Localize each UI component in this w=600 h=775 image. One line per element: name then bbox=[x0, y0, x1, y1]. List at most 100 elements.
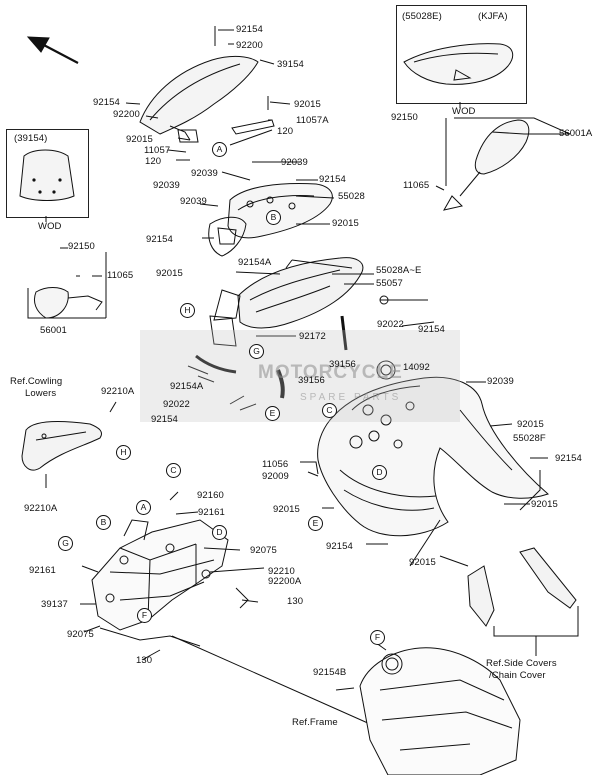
part-label: 92015 bbox=[517, 419, 544, 430]
inset-cowl-note: WOD bbox=[452, 106, 476, 117]
watermark-name: MOTORCYCLE bbox=[258, 362, 403, 383]
ref-side-covers-1: Ref.Side Covers bbox=[486, 658, 557, 669]
part-label: 92210A bbox=[101, 386, 135, 397]
ref-side-covers-2: /Chain Cover bbox=[489, 670, 546, 681]
cowling-lower-bracket bbox=[21, 421, 103, 471]
part-label: 11065 bbox=[107, 270, 134, 281]
part-label: 92161 bbox=[198, 507, 225, 518]
part-label: 92154 bbox=[146, 234, 173, 245]
part-label: 92154A bbox=[170, 381, 204, 392]
part-label: 92150 bbox=[391, 112, 418, 123]
part-label: 92210A bbox=[24, 503, 58, 514]
part-label: 130 bbox=[287, 596, 304, 607]
part-label: 92015 bbox=[531, 499, 558, 510]
part-label: 92039 bbox=[153, 180, 180, 191]
callout-a: A bbox=[212, 142, 227, 157]
watermark-band bbox=[140, 330, 460, 422]
part-label: 55057 bbox=[376, 278, 403, 289]
part-label: 92022 bbox=[377, 319, 404, 330]
part-label: 92154 bbox=[555, 453, 582, 464]
part-label: 92200A bbox=[268, 576, 302, 587]
part-label: 92015 bbox=[126, 134, 153, 145]
part-label: 92154A bbox=[238, 257, 272, 268]
ref-cowling-lowers-1: Ref.Cowling bbox=[10, 376, 63, 387]
part-label: 92154 bbox=[418, 324, 445, 335]
callout-d: D bbox=[372, 465, 387, 480]
part-label: 39154 bbox=[277, 59, 304, 70]
inset-cowl-code: (55028E) bbox=[402, 11, 442, 22]
callout-a2: A bbox=[136, 500, 151, 515]
frame-shape bbox=[359, 647, 521, 775]
direction-arrow-icon bbox=[39, 42, 79, 64]
callout-g: G bbox=[249, 344, 264, 359]
callout-f2: F bbox=[370, 630, 385, 645]
callout-h2: H bbox=[116, 445, 131, 460]
part-label: 39156 bbox=[329, 359, 356, 370]
part-label: 92022 bbox=[163, 399, 190, 410]
part-label: 92161 bbox=[29, 565, 56, 576]
upper-cowl-shape bbox=[227, 183, 333, 239]
watermark-sub: SPARE PARTS bbox=[300, 392, 402, 403]
mirror-left-shape bbox=[33, 287, 69, 319]
part-label: 92015 bbox=[294, 99, 321, 110]
part-label: 120 bbox=[277, 126, 294, 137]
callout-f: F bbox=[137, 608, 152, 623]
part-label: 92154B bbox=[313, 667, 347, 678]
inner-fairing-shape bbox=[317, 376, 549, 537]
ref-cowling-lowers-2: Lowers bbox=[25, 388, 57, 399]
part-label: 56001A bbox=[559, 128, 593, 139]
callout-e2: E bbox=[308, 516, 323, 531]
part-label: 92172 bbox=[299, 331, 326, 342]
callout-b2: B bbox=[96, 515, 111, 530]
stay-frame-shape bbox=[91, 519, 229, 631]
part-label: 92039 bbox=[191, 168, 218, 179]
callout-b: B bbox=[266, 210, 281, 225]
part-label: 92154 bbox=[151, 414, 178, 425]
part-label: 92015 bbox=[332, 218, 359, 229]
part-label: 92150 bbox=[68, 241, 95, 252]
part-label: 92154 bbox=[93, 97, 120, 108]
windshield-shape bbox=[139, 55, 259, 135]
part-label: 92210 bbox=[268, 566, 295, 577]
part-label: 92200 bbox=[236, 40, 263, 51]
part-label: 56001 bbox=[40, 325, 67, 336]
part-label: 130 bbox=[136, 655, 153, 666]
callout-h: H bbox=[180, 303, 195, 318]
part-label: 92154 bbox=[319, 174, 346, 185]
ref-frame: Ref.Frame bbox=[292, 717, 338, 728]
part-label: 14092 bbox=[403, 362, 430, 373]
part-label: 55028F bbox=[513, 433, 546, 444]
callout-d2: D bbox=[212, 525, 227, 540]
part-label: 92160 bbox=[197, 490, 224, 501]
part-label: 92009 bbox=[262, 471, 289, 482]
part-label: 92039 bbox=[180, 196, 207, 207]
part-label: 92075 bbox=[67, 629, 94, 640]
part-label: 92015 bbox=[156, 268, 183, 279]
part-label: 92039 bbox=[281, 157, 308, 168]
part-label: 39156 bbox=[298, 375, 325, 386]
callout-g2: G bbox=[58, 536, 73, 551]
part-label: 11057 bbox=[144, 145, 171, 156]
part-label: 55028 bbox=[338, 191, 365, 202]
part-label: 55028A~E bbox=[376, 265, 422, 276]
inset-windshield-code: (39154) bbox=[14, 133, 48, 144]
part-label: 11065 bbox=[403, 180, 430, 191]
part-label: 92015 bbox=[273, 504, 300, 515]
part-label: 120 bbox=[145, 156, 162, 167]
callout-e: E bbox=[265, 406, 280, 421]
callout-c2: C bbox=[166, 463, 181, 478]
side-fairing-shape bbox=[237, 257, 364, 329]
part-label: 39137 bbox=[41, 599, 68, 610]
callout-c: C bbox=[322, 403, 337, 418]
part-label: 92154 bbox=[326, 541, 353, 552]
part-label: 92039 bbox=[487, 376, 514, 387]
inset-windshield-note: WOD bbox=[38, 221, 62, 232]
part-label: 11057A bbox=[296, 115, 329, 126]
part-label: 11056 bbox=[262, 459, 289, 470]
part-label: 92015 bbox=[409, 557, 436, 568]
part-label: 92075 bbox=[250, 545, 277, 556]
